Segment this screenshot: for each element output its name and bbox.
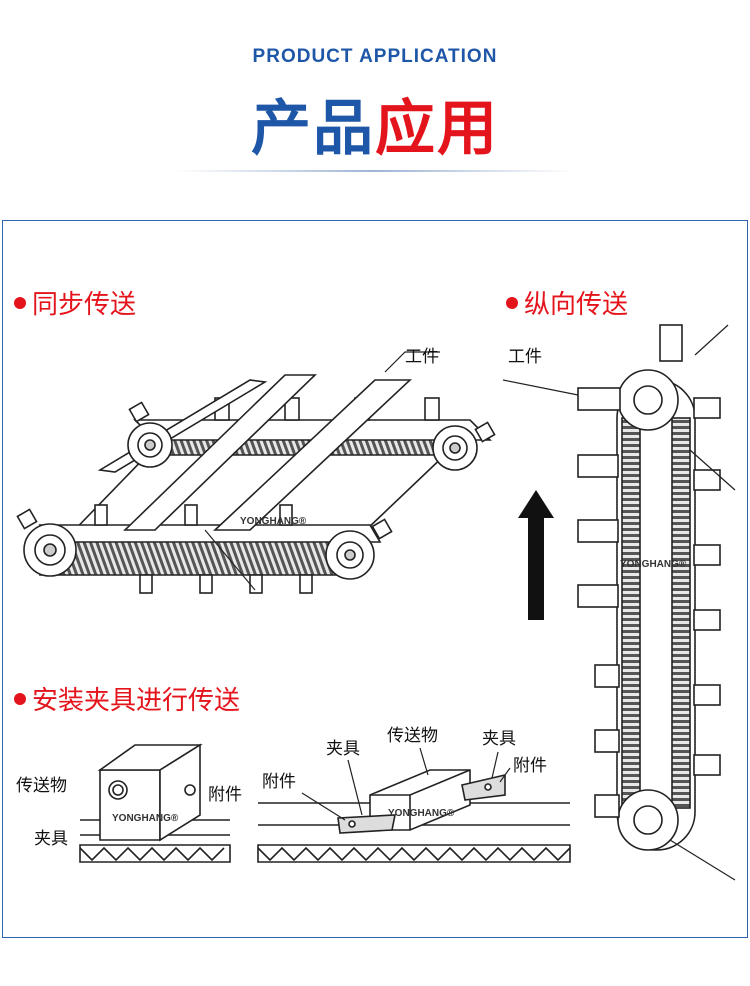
- fixture-right-item-label: 传送物: [387, 726, 438, 746]
- fixture-right-brand-mark: YONGHANG®: [388, 808, 455, 819]
- page-title: 产品应用: [0, 80, 750, 167]
- vertical-workpiece-label: 工件: [508, 347, 542, 367]
- bullet-dot-icon: [14, 692, 26, 705]
- vertical-brand-mark: YONGHANG®: [620, 559, 687, 570]
- content-frame: [2, 220, 748, 938]
- fixture-left-diagram: [79, 743, 231, 863]
- section-label-vertical: 纵向传送: [506, 284, 628, 321]
- title-divider: [175, 170, 575, 172]
- sync-brand-mark: YONGHANG®: [240, 516, 307, 527]
- fixture-right-attachment2-label: 附件: [513, 756, 547, 776]
- fixture-left-fixture-label: 夹具: [34, 829, 68, 849]
- fixture-right-diagram: [257, 747, 571, 863]
- section-label-fixture: 安装夹具进行传送: [14, 680, 240, 717]
- fixture-right-fixture-label: 夹具: [326, 739, 360, 759]
- fixture-left-brand-mark: YONGHANG®: [112, 813, 179, 824]
- fixture-left-item-label: 传送物: [16, 776, 67, 796]
- fixture-right-attachment-label: 附件: [262, 772, 296, 792]
- title-part-2: 应用: [375, 94, 499, 164]
- bullet-dot-icon: [14, 296, 26, 309]
- subtitle: PRODUCT APPLICATION: [252, 46, 498, 67]
- bullet-dot-icon: [506, 296, 518, 309]
- vertical-conveyor-diagram: [502, 324, 736, 881]
- fixture-right-fixture2-label: 夹具: [482, 729, 516, 749]
- section-label-sync: 同步传送: [14, 284, 136, 321]
- title-part-1: 产品: [251, 94, 375, 164]
- fixture-left-attachment-label: 附件: [208, 785, 242, 805]
- vertical-label-text: 纵向传送: [524, 290, 629, 320]
- fixture-label-text: 安装夹具进行传送: [32, 686, 241, 716]
- upward-arrow-icon: [518, 490, 554, 620]
- sync-conveyor-diagram: [16, 351, 496, 594]
- sync-label-text: 同步传送: [32, 290, 137, 320]
- sync-workpiece-label: 工件: [405, 347, 439, 367]
